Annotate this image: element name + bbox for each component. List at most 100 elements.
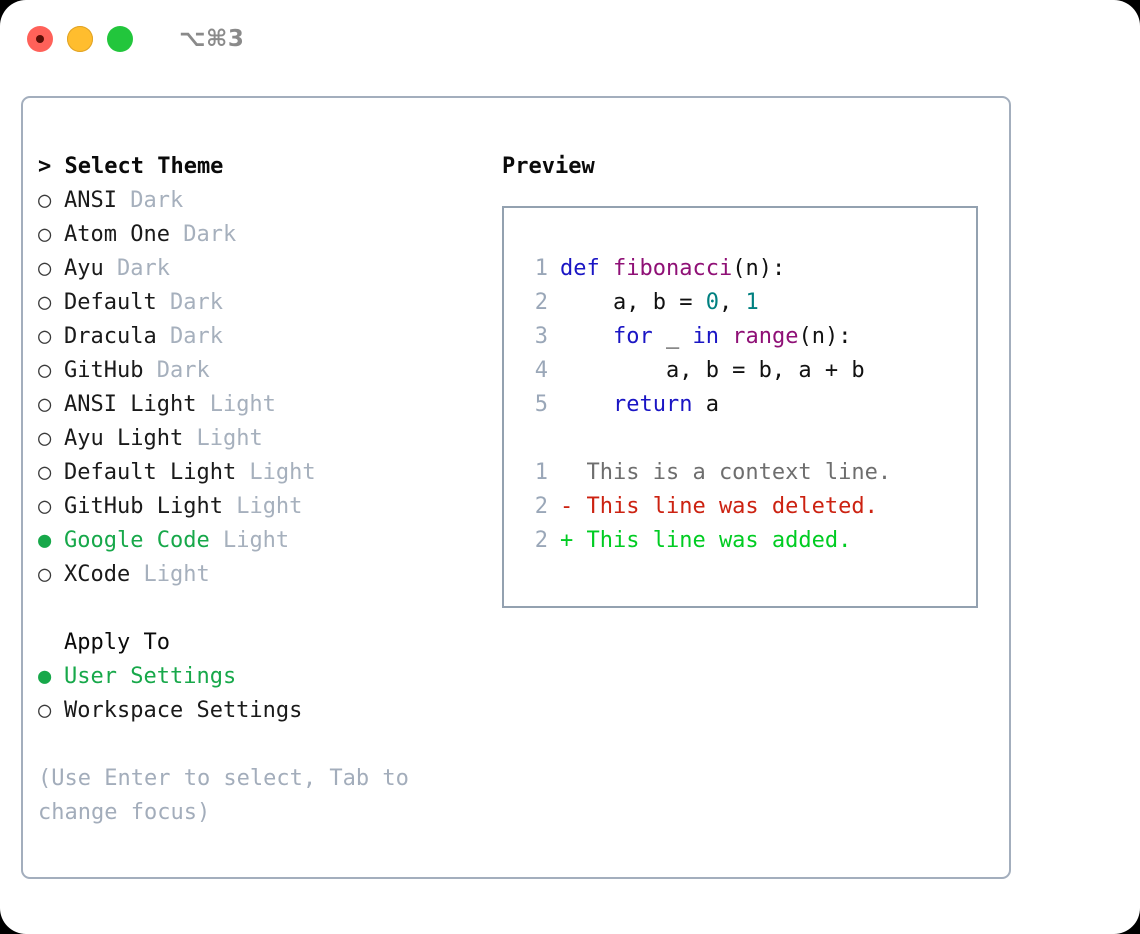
theme-selector-column: > Select Theme ○ANSI Dark○Atom One Dark○… [38,150,488,830]
diff-text: + This line was added. [560,528,852,553]
line-number: 1 [534,256,548,281]
theme-option-label: Ayu Light [64,426,184,451]
theme-option-dracula[interactable]: ○Dracula Dark [38,320,488,354]
maximize-button[interactable] [107,26,133,52]
keyboard-hint: (Use Enter to select, Tab to change focu… [38,766,409,825]
code-token: (n): [732,256,786,281]
line-number: 2 [534,494,548,519]
code-token: def [560,256,600,281]
code-token [600,256,613,281]
theme-option-label: ANSI Light [64,392,197,417]
radio-unselected-icon: ○ [38,324,52,349]
code-line: 2 a, b = 0, 1 [522,286,976,320]
code-token: (n): [798,324,852,349]
theme-option-tag: Dark [169,222,237,247]
diff-line-add: 2 + This line was added. [522,524,976,558]
radio-unselected-icon: ○ [38,562,52,587]
radio-unselected-icon: ○ [38,698,52,723]
keyboard-shortcut-label: ⌥⌘3 [179,26,245,52]
code-token: a [692,392,719,417]
theme-option-github-light[interactable]: ○ GitHub Light Light [38,490,488,524]
radio-unselected-icon: ○ [38,392,52,417]
code-token: return [612,392,693,417]
apply-option-user-settings[interactable]: ●User Settings [38,660,488,694]
preview-title: Preview [502,154,595,179]
theme-option-tag: Dark [156,290,223,315]
line-number: 3 [534,324,548,349]
apply-to-list: ●User Settings○Workspace Settings [38,660,488,728]
code-token: _ [652,324,693,349]
theme-option-label: GitHub [64,358,144,383]
theme-option-tag: Dark [103,256,170,281]
radio-unselected-icon: ○ [38,494,52,519]
theme-option-github[interactable]: ○GitHub Dark [38,354,488,388]
code-token: range [732,324,799,349]
theme-option-tag: Light [209,528,290,553]
line-number: 5 [534,392,548,417]
theme-option-label: Atom One [64,222,170,247]
theme-option-label: ANSI [64,188,117,213]
line-number: 1 [534,460,548,485]
theme-option-label: Google Code [64,528,210,553]
close-button[interactable] [27,26,53,52]
theme-option-tag: Light [196,392,276,417]
main-panel: > Select Theme ○ANSI Dark○Atom One Dark○… [21,96,1011,879]
theme-option-label: Default [64,290,157,315]
code-line: 1 def fibonacci(n): [522,252,976,286]
apply-to-header: Apply To [64,630,170,655]
theme-option-label: GitHub Light [64,494,223,519]
code-line: 3 for _ in range(n): [522,320,976,354]
theme-option-ayu-light[interactable]: ○Ayu Light Light [38,422,488,456]
theme-option-tag: Light [183,426,263,451]
theme-list: ○ANSI Dark○Atom One Dark○Ayu Dark○Defaul… [38,184,488,592]
theme-option-tag: Dark [116,188,184,213]
select-theme-header: > Select Theme [38,154,224,179]
diff-text: - This line was deleted. [560,494,878,519]
code-line: 5 return a [522,388,976,422]
theme-option-tag: Light [130,562,210,587]
diff-line-ctx: 1 This is a context line. [522,456,976,490]
theme-option-label: XCode [64,562,131,587]
theme-option-tag: Light [236,460,316,485]
title-bar: ⌥⌘3 [0,0,1140,78]
line-number: 2 [534,528,548,553]
theme-option-tag: Light [222,494,303,519]
code-token: 1 [745,290,759,315]
diff-line-del: 2 - This line was deleted. [522,490,976,524]
code-token: a, b = [560,290,706,315]
radio-unselected-icon: ○ [38,358,52,383]
line-number: 2 [534,290,548,315]
window-controls [27,26,133,52]
code-line: 4 a, b = b, a + b [522,354,976,388]
radio-unselected-icon: ○ [38,256,52,281]
radio-unselected-icon: ○ [38,290,52,315]
theme-option-label: Default Light [64,460,237,485]
code-token: a, b = b, a + b [560,358,865,383]
line-number: 4 [534,358,548,383]
theme-option-default-light[interactable]: ○Default Light Light [38,456,488,490]
code-token: for [612,324,653,349]
close-icon [36,35,44,43]
radio-unselected-icon: ○ [38,188,52,213]
theme-option-atom-one[interactable]: ○Atom One Dark [38,218,488,252]
code-token: fibonacci [613,256,733,281]
theme-option-xcode[interactable]: ○ XCode Light [38,558,488,592]
theme-option-label: Dracula [64,324,157,349]
theme-option-google-code[interactable]: ● Google Code Light [38,524,488,558]
code-token [719,324,732,349]
code-token: , [718,290,746,315]
theme-option-label: Ayu [64,256,104,281]
theme-option-ansi[interactable]: ○ ANSI Dark [38,184,488,218]
apply-option-workspace-settings[interactable]: ○Workspace Settings [38,694,488,728]
theme-option-default[interactable]: ○ Default Dark [38,286,488,320]
radio-selected-icon: ● [38,528,52,553]
code-token: 0 [705,290,719,315]
theme-option-ayu[interactable]: ○ Ayu Dark [38,252,488,286]
minimize-button[interactable] [67,26,93,52]
theme-option-ansi-light[interactable]: ○ ANSI Light Light [38,388,488,422]
code-token [560,392,613,417]
